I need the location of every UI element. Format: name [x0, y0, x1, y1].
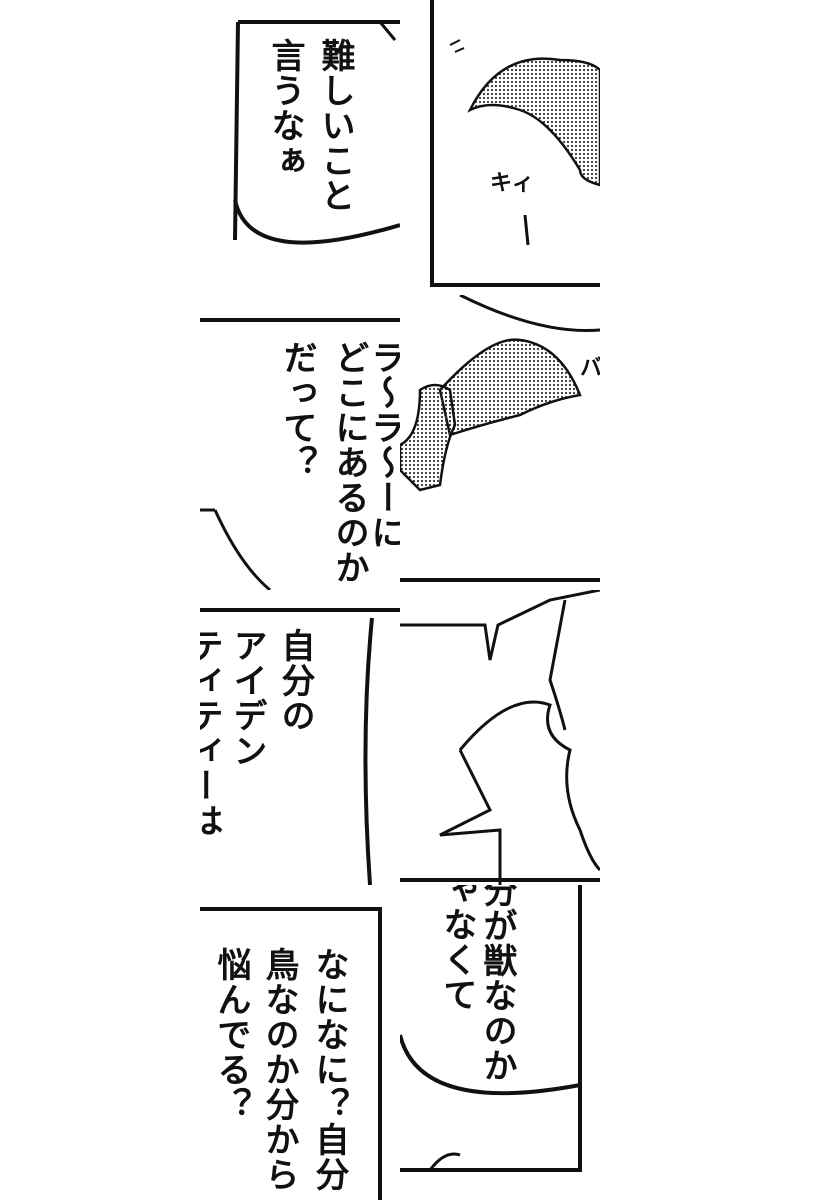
sound-effect: バ: [580, 356, 600, 381]
character-illustration: [400, 590, 600, 885]
bat-illustration: [400, 295, 600, 582]
dialogue-line: 難しいこと: [315, 38, 355, 213]
panel-bat-closeup: バ: [400, 295, 600, 585]
dialogue-line: 言うなぁ: [265, 38, 305, 178]
dialogue-line: ラ〜ラ〜ーに: [365, 340, 400, 550]
panel-speech-beast: 分が獣なのか じゃなくて: [400, 885, 585, 1185]
sound-effect: キィ: [490, 171, 535, 196]
bat-illustration: [430, 0, 600, 287]
dialogue-line: アイデン: [227, 628, 267, 768]
speech-bubble-outline: [400, 885, 582, 1172]
speech-bubble-outline: [200, 608, 400, 885]
panel-character-silhouette: [400, 590, 600, 885]
dialogue-line: どこにあるのか: [329, 340, 369, 585]
dialogue-line: 鳥なのか分から: [259, 947, 299, 1192]
panel-speech-what: なになに？自分 鳥なのか分から 悩んでる？: [200, 905, 385, 1200]
panel-speech-where: ラ〜ラ〜ーに どこにあるのか だって？: [200, 295, 400, 590]
panel-bat-flying: キィ: [430, 0, 600, 295]
dialogue-line: なになに？自分: [309, 947, 349, 1192]
speech-bubble-outline: [233, 20, 400, 245]
dialogue-line: じゃなくて: [437, 885, 477, 1012]
dialogue-line: 自分の: [275, 628, 315, 733]
dialogue-line: 悩んでる？: [211, 947, 251, 1122]
dialogue-line: 分が獣なのか: [477, 885, 517, 1083]
dialogue-line: ティティーは: [200, 628, 223, 838]
speech-bubble-outline: [200, 318, 400, 590]
panel-speech-identity: 自分の アイデン ティティーは: [200, 590, 400, 885]
panel-speech-difficult: 難しいこと 言うなぁ: [230, 0, 400, 295]
speech-bubble-outline: [200, 907, 382, 1200]
dialogue-line: だって？: [277, 340, 317, 480]
